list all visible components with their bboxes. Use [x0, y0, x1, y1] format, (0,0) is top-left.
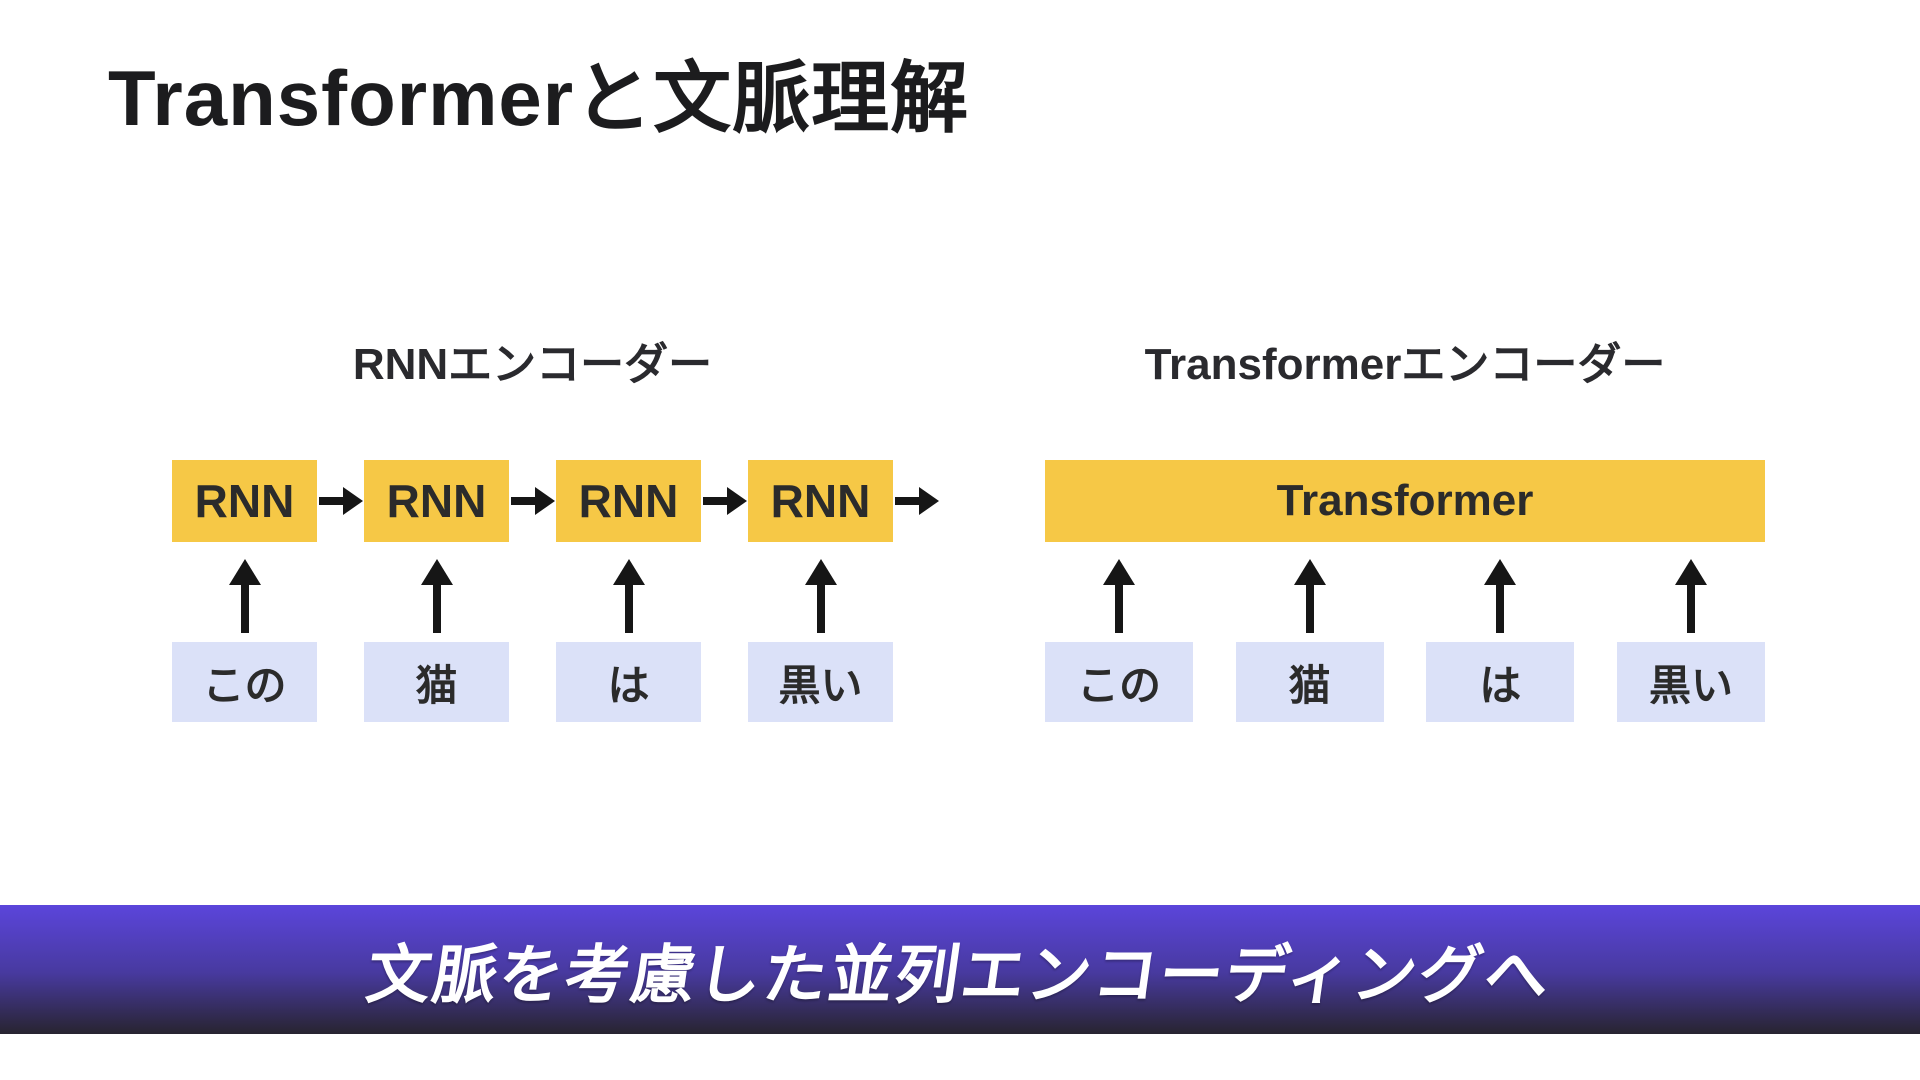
transformer-token-row: この 猫 は 黒い: [1045, 642, 1765, 722]
up-arrow-icon: [1617, 559, 1765, 633]
up-arrow-icon: [556, 559, 701, 633]
rnn-box: RNN: [748, 460, 893, 542]
up-arrow-icon: [1426, 559, 1574, 633]
token-box: 黒い: [748, 642, 893, 722]
token-box: この: [172, 642, 317, 722]
token-box: 黒い: [1616, 642, 1765, 722]
rnn-box-row: RNN RNN RNN RNN: [172, 460, 940, 542]
token-box: この: [1045, 642, 1193, 722]
rnn-token-row: この 猫 は 黒い: [172, 642, 940, 722]
transformer-encoder-label: Transformerエンコーダー: [1144, 340, 1666, 389]
transformer-box: Transformer: [1045, 460, 1765, 542]
slide-title: Transformerと文脈理解: [108, 54, 970, 142]
rnn-box: RNN: [172, 460, 317, 542]
up-arrow-icon: [748, 559, 893, 633]
up-arrow-icon: [1045, 559, 1193, 633]
rnn-input-arrow-row: [172, 550, 940, 642]
conclusion-banner-text: 文脈を考慮した並列エンコーディングへ: [362, 938, 1557, 1011]
transformer-encoder-diagram: Transformerエンコーダー Transformer この 猫 は 黒い: [1045, 338, 1765, 722]
transformer-box-row: Transformer: [1045, 460, 1765, 542]
right-arrow-icon: [893, 486, 940, 516]
right-arrow-icon: [317, 486, 364, 516]
conclusion-banner: 文脈を考慮した並列エンコーディングへ: [0, 905, 1920, 1034]
right-arrow-icon: [701, 486, 748, 516]
token-box: は: [556, 642, 701, 722]
token-box: は: [1426, 642, 1575, 722]
up-arrow-icon: [1236, 559, 1384, 633]
rnn-encoder-diagram: RNNエンコーダー RNN RNN RNN RNN: [172, 338, 940, 722]
up-arrow-icon: [172, 559, 317, 633]
token-box: 猫: [1235, 642, 1384, 722]
transformer-input-arrow-row: [1045, 550, 1765, 642]
up-arrow-icon: [364, 559, 509, 633]
rnn-encoder-label: RNNエンコーダー: [352, 340, 713, 389]
rnn-box: RNN: [364, 460, 509, 542]
token-box: 猫: [364, 642, 509, 722]
right-arrow-icon: [509, 486, 556, 516]
rnn-box: RNN: [556, 460, 701, 542]
